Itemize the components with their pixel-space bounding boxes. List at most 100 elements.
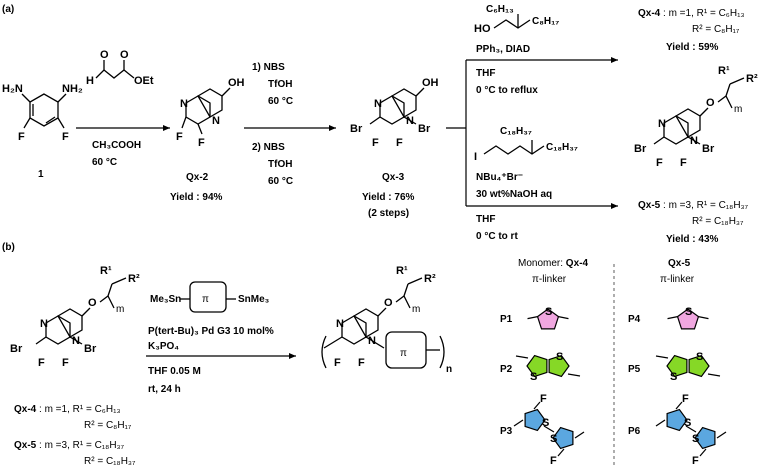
linker-bond xyxy=(675,401,683,410)
atom-o: O xyxy=(706,97,715,109)
atom-f: F xyxy=(682,393,689,405)
fluorothiophene-ring-b xyxy=(552,426,574,450)
reagent-acetic-acid: CH₃COOH xyxy=(92,140,141,151)
thienothiophene-ring-b xyxy=(548,354,570,378)
atom-br: Br xyxy=(84,343,97,355)
atom-s: S xyxy=(670,371,677,383)
atom-f: F xyxy=(38,357,45,369)
atom-nh2: NH₂ xyxy=(62,83,83,95)
substituent-c8h17: C₈H₁₇ xyxy=(532,16,559,27)
reagent-mitsunobu: PPh₃, DIAD xyxy=(476,44,530,55)
reagent-temp-1: 60 °C xyxy=(268,96,293,107)
reagent-naoh: 30 wt%NaOH aq xyxy=(476,189,552,200)
thienothiophene-ring-b xyxy=(688,354,710,378)
atom-h: H xyxy=(86,75,94,87)
compound-qx2: N N OH F F xyxy=(176,77,245,149)
linker-bond xyxy=(513,419,524,427)
base: K₃PO₄ xyxy=(148,341,179,352)
panel-b-label: (b) xyxy=(2,242,15,253)
atom-br: Br xyxy=(634,143,647,155)
atom-n: N xyxy=(690,135,698,147)
atom-o: O xyxy=(88,297,97,309)
linker-bond xyxy=(543,425,555,433)
linker-p2: SS xyxy=(515,351,581,383)
linker-bond xyxy=(698,316,709,320)
substituent-c6h13: C₆H₁₃ xyxy=(486,4,514,15)
atom-s: S xyxy=(545,306,552,318)
atom-r2: R² xyxy=(424,273,436,285)
atom-m: m xyxy=(412,304,420,315)
atom-f: F xyxy=(62,131,69,143)
atom-s: S xyxy=(684,417,691,429)
fluorothiophene-ring-a xyxy=(666,408,688,432)
row-label-p2: P2 xyxy=(500,364,513,375)
reagent-nbs-1: 1) NBS xyxy=(252,62,285,73)
qx5-label: Qx-5 xyxy=(638,200,661,211)
atom-ho: HO xyxy=(474,23,491,35)
atom-s: S xyxy=(550,433,557,445)
polymer-pi-symbol: π xyxy=(400,348,407,359)
atom-s: S xyxy=(542,417,549,429)
atom-oh: OH xyxy=(422,77,439,89)
atom-f: F xyxy=(656,157,663,169)
linker-bond xyxy=(655,419,666,427)
reagent-temp-2: 60 °C xyxy=(268,176,293,187)
atom-n: N xyxy=(40,318,48,330)
svg-text:Qx-4 : m =1, R¹ = C₆H₁₃: Qx-4 : m =1, R¹ = C₆H₁₃ xyxy=(14,404,121,415)
atom-f: F xyxy=(692,455,699,467)
ethyl-glyoxalate: H O O OEt xyxy=(86,49,154,87)
linker-bond xyxy=(515,355,529,359)
polymer-n: n xyxy=(446,364,452,375)
linker-bond xyxy=(574,431,585,439)
linker-p1: S xyxy=(527,306,569,330)
bracket-left xyxy=(321,335,327,369)
row-label-p3: P3 xyxy=(500,426,513,437)
fluorothiophene-ring-a xyxy=(524,408,546,432)
iodide-c18: I C₁₈H₃₇ C₁₈H₃₇ xyxy=(474,126,578,163)
qx5-desc: : m =3, R¹ = C₁₈H₃₇ xyxy=(39,440,125,451)
substituent-c18h37-a: C₁₈H₃₇ xyxy=(500,126,532,137)
bracket-right xyxy=(439,335,445,369)
reagent-thf-2: THF xyxy=(476,214,495,225)
atom-r1: R¹ xyxy=(396,265,408,277)
qx2-label: Qx-2 xyxy=(186,172,209,183)
linker-bond xyxy=(667,316,678,320)
pi-linker-header-b: π-linker xyxy=(660,274,695,285)
atom-h2n: H₂N xyxy=(2,83,23,95)
thiophene-ring xyxy=(536,308,560,330)
thienothiophene-ring-a xyxy=(666,354,688,378)
monomer-qx4: Qx-4 xyxy=(566,258,589,269)
linker-bond xyxy=(655,355,669,359)
svg-text:Qx-5 : m =3, R¹ = C₁₈H₃₇: Qx-5 : m =3, R¹ = C₁₈H₃₇ xyxy=(14,440,125,451)
linker-bond xyxy=(685,425,697,433)
row-label-p4: P4 xyxy=(628,314,641,325)
svg-text:Qx-4 : m =1, R¹ = C₆H₁₃: Qx-4 : m =1, R¹ = C₆H₁₃ xyxy=(638,8,745,19)
atom-f: F xyxy=(334,357,341,369)
atom-n: N xyxy=(336,318,344,330)
row-label-p1: P1 xyxy=(500,314,513,325)
atom-f: F xyxy=(680,157,687,169)
atom-f: F xyxy=(18,131,25,143)
condition-1: 0 °C to reflux xyxy=(476,85,538,96)
qx2-yield: Yield : 94% xyxy=(170,192,223,203)
linker-bond xyxy=(557,448,565,457)
compound-alkoxy-qx: N N O R¹ R² m Br Br F F xyxy=(634,65,758,169)
atom-s: S xyxy=(696,351,703,363)
atom-s: S xyxy=(556,351,563,363)
pi-symbol: π xyxy=(202,294,209,305)
thienothiophene-ring-a xyxy=(526,354,548,378)
linker-p5: SS xyxy=(655,351,721,383)
row-label-p6: P6 xyxy=(628,426,641,437)
atom-r2: R² xyxy=(128,273,140,285)
monomer-structure: N N O R¹ R² m Br Br F F xyxy=(10,265,140,369)
atom-oet: OEt xyxy=(134,75,154,87)
atom-m: m xyxy=(116,304,124,315)
alcohol-c6c8: HO C₆H₁₃ C₈H₁₇ xyxy=(474,4,559,35)
atom-m: m xyxy=(734,104,742,115)
atom-f: F xyxy=(540,393,547,405)
substituent-c18h37-b: C₁₈H₃₇ xyxy=(546,142,578,153)
